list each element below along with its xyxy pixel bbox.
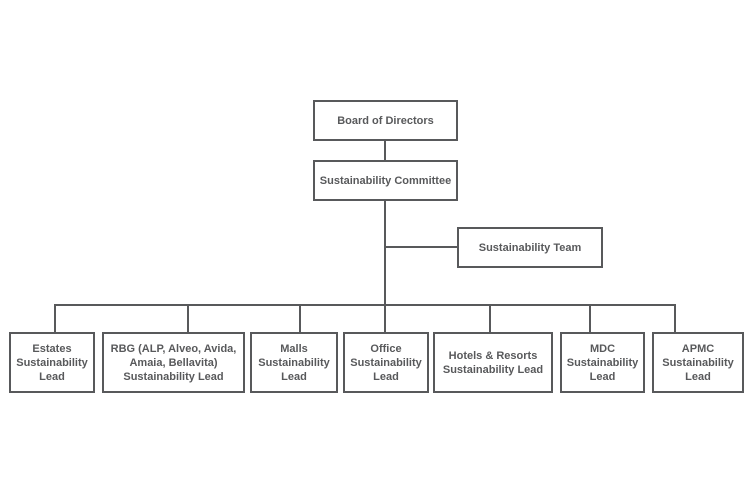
connector-drop-apmc: [674, 306, 676, 332]
connector-committee-trunk: [384, 201, 386, 306]
connector-board-to-committee: [384, 141, 386, 160]
node-label-apmc-sustainability-lead: APMC Sustainability Lead: [662, 342, 734, 383]
node-malls-sustainability-lead: Malls Sustainability Lead: [250, 332, 338, 393]
node-sustainability-committee: Sustainability Committee: [313, 160, 458, 201]
node-label-hotels-resorts-sustainability-lead: Hotels & Resorts Sustainability Lead: [442, 349, 544, 376]
node-sustainability-team: Sustainability Team: [457, 227, 603, 268]
node-label-office-sustainability-lead: Office Sustainability Lead: [350, 342, 422, 383]
connector-trunk-to-team: [386, 246, 457, 248]
connector-leads-bus: [54, 304, 676, 306]
node-apmc-sustainability-lead: APMC Sustainability Lead: [652, 332, 744, 393]
node-label-estates-sustainability-lead: Estates Sustainability Lead: [16, 342, 88, 383]
node-label-sustainability-team: Sustainability Team: [478, 241, 582, 254]
node-label-sustainability-committee: Sustainability Committee: [319, 174, 452, 187]
node-rbg-sustainability-lead: RBG (ALP, Alveo, Avida, Amaia, Bellavita…: [102, 332, 245, 393]
node-hotels-resorts-sustainability-lead: Hotels & Resorts Sustainability Lead: [433, 332, 553, 393]
node-office-sustainability-lead: Office Sustainability Lead: [343, 332, 429, 393]
connector-drop-office: [384, 306, 386, 332]
connector-drop-malls: [299, 306, 301, 332]
node-label-rbg-sustainability-lead: RBG (ALP, Alveo, Avida, Amaia, Bellavita…: [110, 342, 237, 383]
node-mdc-sustainability-lead: MDC Sustainability Lead: [560, 332, 645, 393]
connector-drop-rbg: [187, 306, 189, 332]
connector-drop-hotels-resorts: [489, 306, 491, 332]
node-board-of-directors: Board of Directors: [313, 100, 458, 141]
node-estates-sustainability-lead: Estates Sustainability Lead: [9, 332, 95, 393]
connector-drop-mdc: [589, 306, 591, 332]
node-label-board-of-directors: Board of Directors: [337, 114, 434, 127]
node-label-malls-sustainability-lead: Malls Sustainability Lead: [258, 342, 330, 383]
connector-drop-estates: [54, 306, 56, 332]
node-label-mdc-sustainability-lead: MDC Sustainability Lead: [566, 342, 639, 383]
